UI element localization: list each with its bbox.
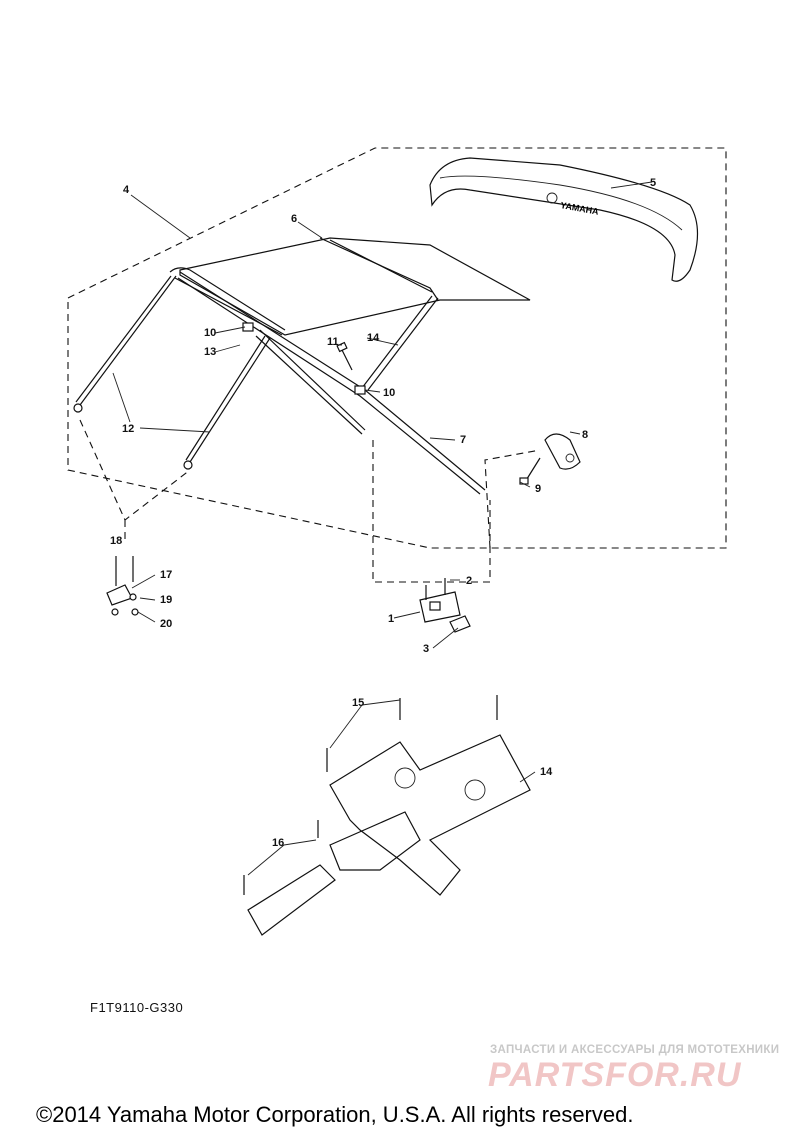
diagram-reference-code: F1T9110-G330 (90, 1000, 184, 1015)
callout-7: 7 (460, 434, 466, 446)
callout-5: 5 (650, 177, 656, 189)
callout-16: 15 (352, 697, 364, 709)
callout-19: 18 (110, 535, 122, 547)
callout-3: 3 (423, 643, 429, 655)
callout-17: 16 (272, 837, 284, 849)
assembly-boundary (67, 147, 727, 549)
bumper-part-5: YAMAHA (429, 157, 699, 282)
callout-20: 19 (160, 594, 172, 606)
callout-15: 14 (540, 766, 553, 778)
callout-8: 8 (582, 429, 588, 441)
callout-18: 17 (160, 569, 172, 581)
callout-10-right: 10 (383, 387, 395, 399)
bracket-part-8 (519, 433, 581, 485)
callout-4: 4 (123, 184, 130, 196)
callout-14: 14 (367, 332, 380, 344)
callout-21: 20 (160, 618, 172, 630)
callout-9: 9 (535, 483, 541, 495)
fasteners-part-16 (243, 695, 498, 895)
deck-mount-parts-1-3 (419, 578, 471, 633)
leg-mount-parts-18-21 (106, 556, 139, 616)
copyright-notice: ©2014 Yamaha Motor Corporation, U.S.A. A… (36, 1102, 634, 1127)
watermark-logo: PARTSFOR.RU (488, 1056, 742, 1094)
leader-lines (112, 181, 653, 876)
mount-boundary-right (484, 449, 541, 549)
callout-12: 13 (204, 346, 216, 358)
callout-13: 12 (122, 423, 134, 435)
callout-6: 6 (291, 213, 297, 225)
callout-10-left: 10 (204, 327, 216, 339)
callouts: 4 5 6 14 11 10 13 10 7 8 9 12 18 17 19 2… (110, 177, 656, 849)
watermark-tagline: ЗАПЧАСТИ И АКСЕССУАРЫ ДЛЯ МОТОТЕХНИКИ (490, 1044, 780, 1056)
mat-part-15 (329, 734, 531, 896)
leg-boundary (79, 419, 191, 540)
bolt-part-11 (336, 341, 353, 371)
mat-part-17 (247, 864, 336, 936)
legs-part-13 (73, 275, 271, 470)
mount-boundary (372, 440, 491, 583)
callout-11: 11 (327, 336, 339, 348)
canopy-part-6 (169, 237, 531, 336)
callout-2: 2 (466, 575, 472, 587)
callout-1: 1 (388, 613, 394, 625)
